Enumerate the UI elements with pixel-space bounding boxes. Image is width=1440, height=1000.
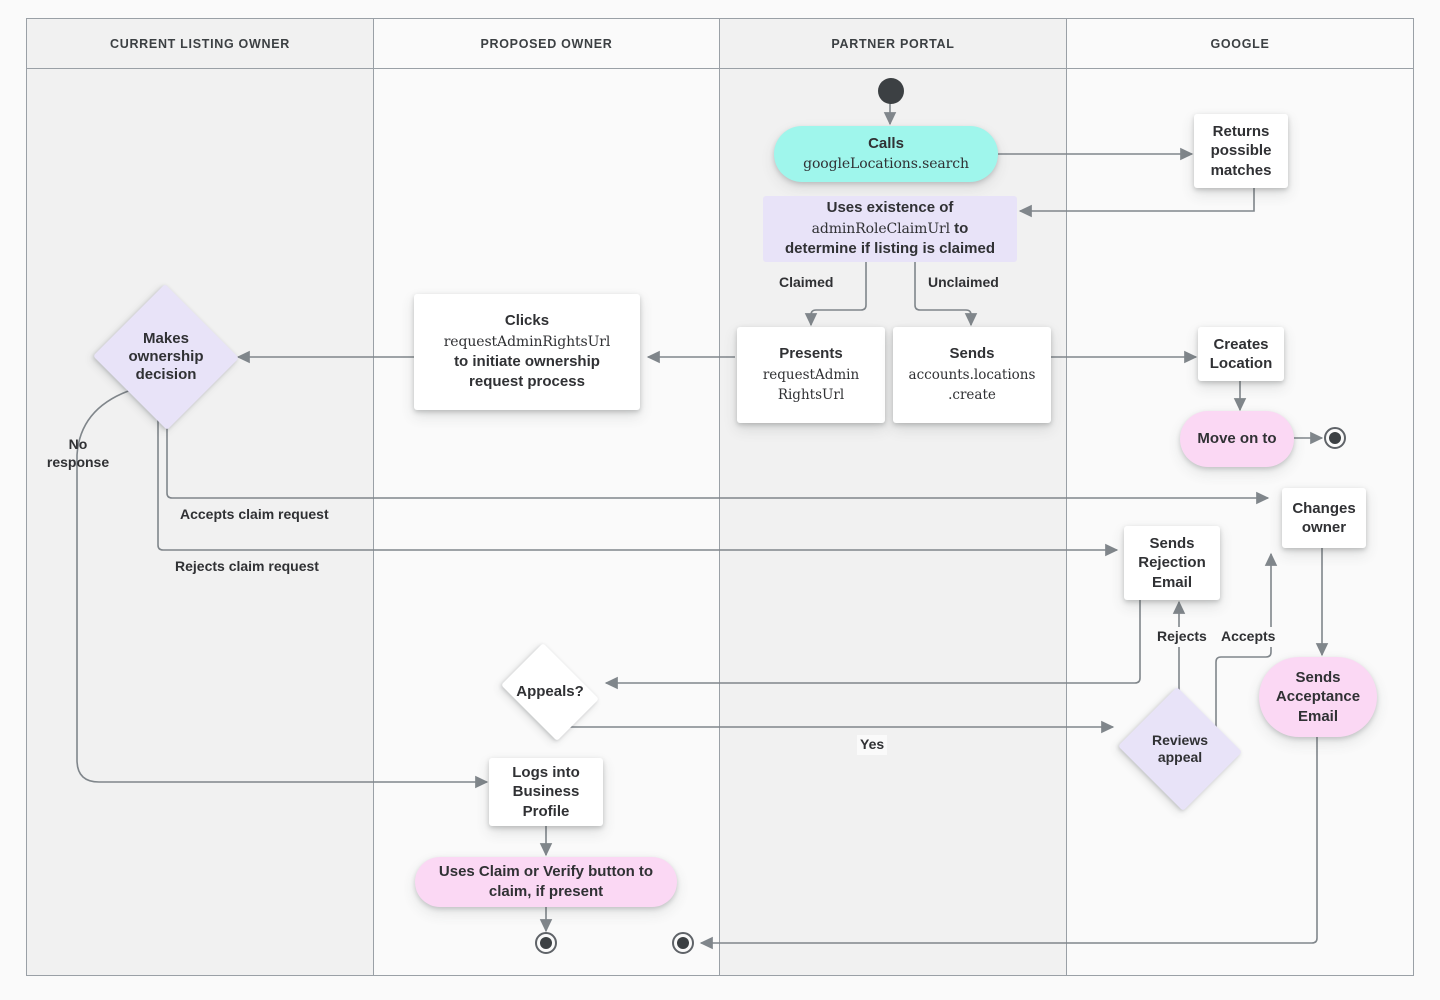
node-line-2: requestAdminRightsUrl (443, 333, 611, 350)
node-text: Makes ownership decision (128, 329, 204, 384)
node-line-3: to initiate ownership (454, 353, 600, 370)
node-clicks-request-admin-rights-url[interactable]: Clicks requestAdminRightsUrl to initiate… (414, 294, 640, 410)
node-text: Sends Rejection Email (1138, 535, 1206, 591)
node-creates-location[interactable]: Creates Location (1198, 327, 1284, 381)
end-node-partner-portal (672, 932, 694, 954)
node-calls-google-locations-search[interactable]: Calls googleLocations.search (774, 126, 998, 182)
edge-label-yes: Yes (857, 735, 888, 755)
lane-header-label: PARTNER PORTAL (831, 37, 955, 51)
swimlane-header-row (27, 19, 1413, 69)
node-line-3: .create (948, 387, 996, 404)
edge-label-rejects-claim-request: Rejects claim request (175, 558, 319, 574)
lane-divider-3 (1066, 19, 1067, 975)
node-line-1: Calls (868, 134, 904, 152)
node-text: Appeals? (516, 682, 584, 700)
node-sends-accounts-locations-create[interactable]: Sends accounts.locations .create (893, 327, 1051, 423)
lane-header-label: CURRENT LISTING OWNER (110, 37, 290, 51)
node-move-on-to[interactable]: Move on to (1180, 411, 1294, 467)
node-line-2: accounts.locations (908, 366, 1036, 383)
node-returns-possible-matches[interactable]: Returns possible matches (1194, 114, 1288, 188)
lane-body-proposed-owner (374, 19, 719, 975)
node-text: Logs into Business Profile (512, 764, 580, 820)
node-uses-claim-or-verify-button[interactable]: Uses Claim or Verify button to claim, if… (415, 857, 677, 907)
start-node (878, 78, 904, 104)
node-line-2b: to (950, 219, 969, 237)
node-text: Returns possible matches (1210, 123, 1272, 179)
node-line-1: Presents (779, 345, 843, 363)
node-reviews-appeal[interactable]: Reviews appeal (1115, 687, 1245, 811)
node-text: Sends Acceptance Email (1275, 669, 1361, 725)
node-text: Reviews appeal (1151, 731, 1209, 765)
node-line-2: adminRoleClaimUrl (811, 220, 951, 237)
end-node-google (1324, 427, 1346, 449)
node-changes-owner[interactable]: Changes owner (1282, 488, 1366, 548)
node-line-2: googleLocations.search (803, 156, 969, 172)
node-appeals[interactable]: Appeals? (494, 643, 606, 741)
node-line-1: Uses existence of (826, 199, 954, 217)
lane-header-current-listing-owner: CURRENT LISTING OWNER (27, 19, 373, 69)
node-line-1: Clicks (504, 312, 550, 330)
edge-label-rejects: Rejects (1154, 627, 1210, 647)
lane-header-proposed-owner: PROPOSED OWNER (374, 19, 719, 69)
node-makes-ownership-decision[interactable]: Makes ownership decision (92, 284, 240, 430)
node-line-2: claim, if present (488, 883, 604, 900)
edge-label-unclaimed: Unclaimed (928, 274, 999, 290)
node-line-1: Sends (949, 345, 995, 363)
lane-divider-1 (373, 19, 374, 975)
node-text: Changes owner (1292, 499, 1356, 536)
node-line-4: request process (469, 373, 585, 391)
node-text: Move on to (1197, 430, 1277, 448)
node-line-2: requestAdmin (762, 366, 860, 383)
edge-label-no-response: No response (46, 436, 110, 470)
lane-header-partner-portal: PARTNER PORTAL (720, 19, 1066, 69)
node-sends-rejection-email[interactable]: Sends Rejection Email (1124, 526, 1220, 600)
lane-header-google: GOOGLE (1067, 19, 1413, 69)
lane-body-current-listing-owner (27, 19, 373, 975)
node-line-3: RightsUrl (777, 387, 845, 404)
node-uses-existence-of-admin-role-claim-url[interactable]: Uses existence of adminRoleClaimUrl to d… (763, 196, 1017, 262)
lane-header-label: GOOGLE (1210, 37, 1270, 51)
end-node-proposed-owner (535, 932, 557, 954)
node-text: Creates Location (1209, 335, 1273, 372)
edge-label-accepts-claim-request: Accepts claim request (180, 506, 329, 522)
node-sends-acceptance-email[interactable]: Sends Acceptance Email (1259, 657, 1377, 737)
edge-label-accepts: Accepts (1218, 627, 1279, 647)
node-line-3: determine if listing is claimed (784, 240, 996, 258)
lane-header-label: PROPOSED OWNER (480, 37, 613, 51)
lane-divider-2 (719, 19, 720, 975)
node-line-1: Uses Claim or Verify button to (438, 862, 654, 880)
node-presents-request-admin-rights-url[interactable]: Presents requestAdmin RightsUrl (737, 327, 885, 423)
edge-label-claimed: Claimed (779, 274, 834, 290)
node-logs-into-business-profile[interactable]: Logs into Business Profile (489, 758, 603, 826)
